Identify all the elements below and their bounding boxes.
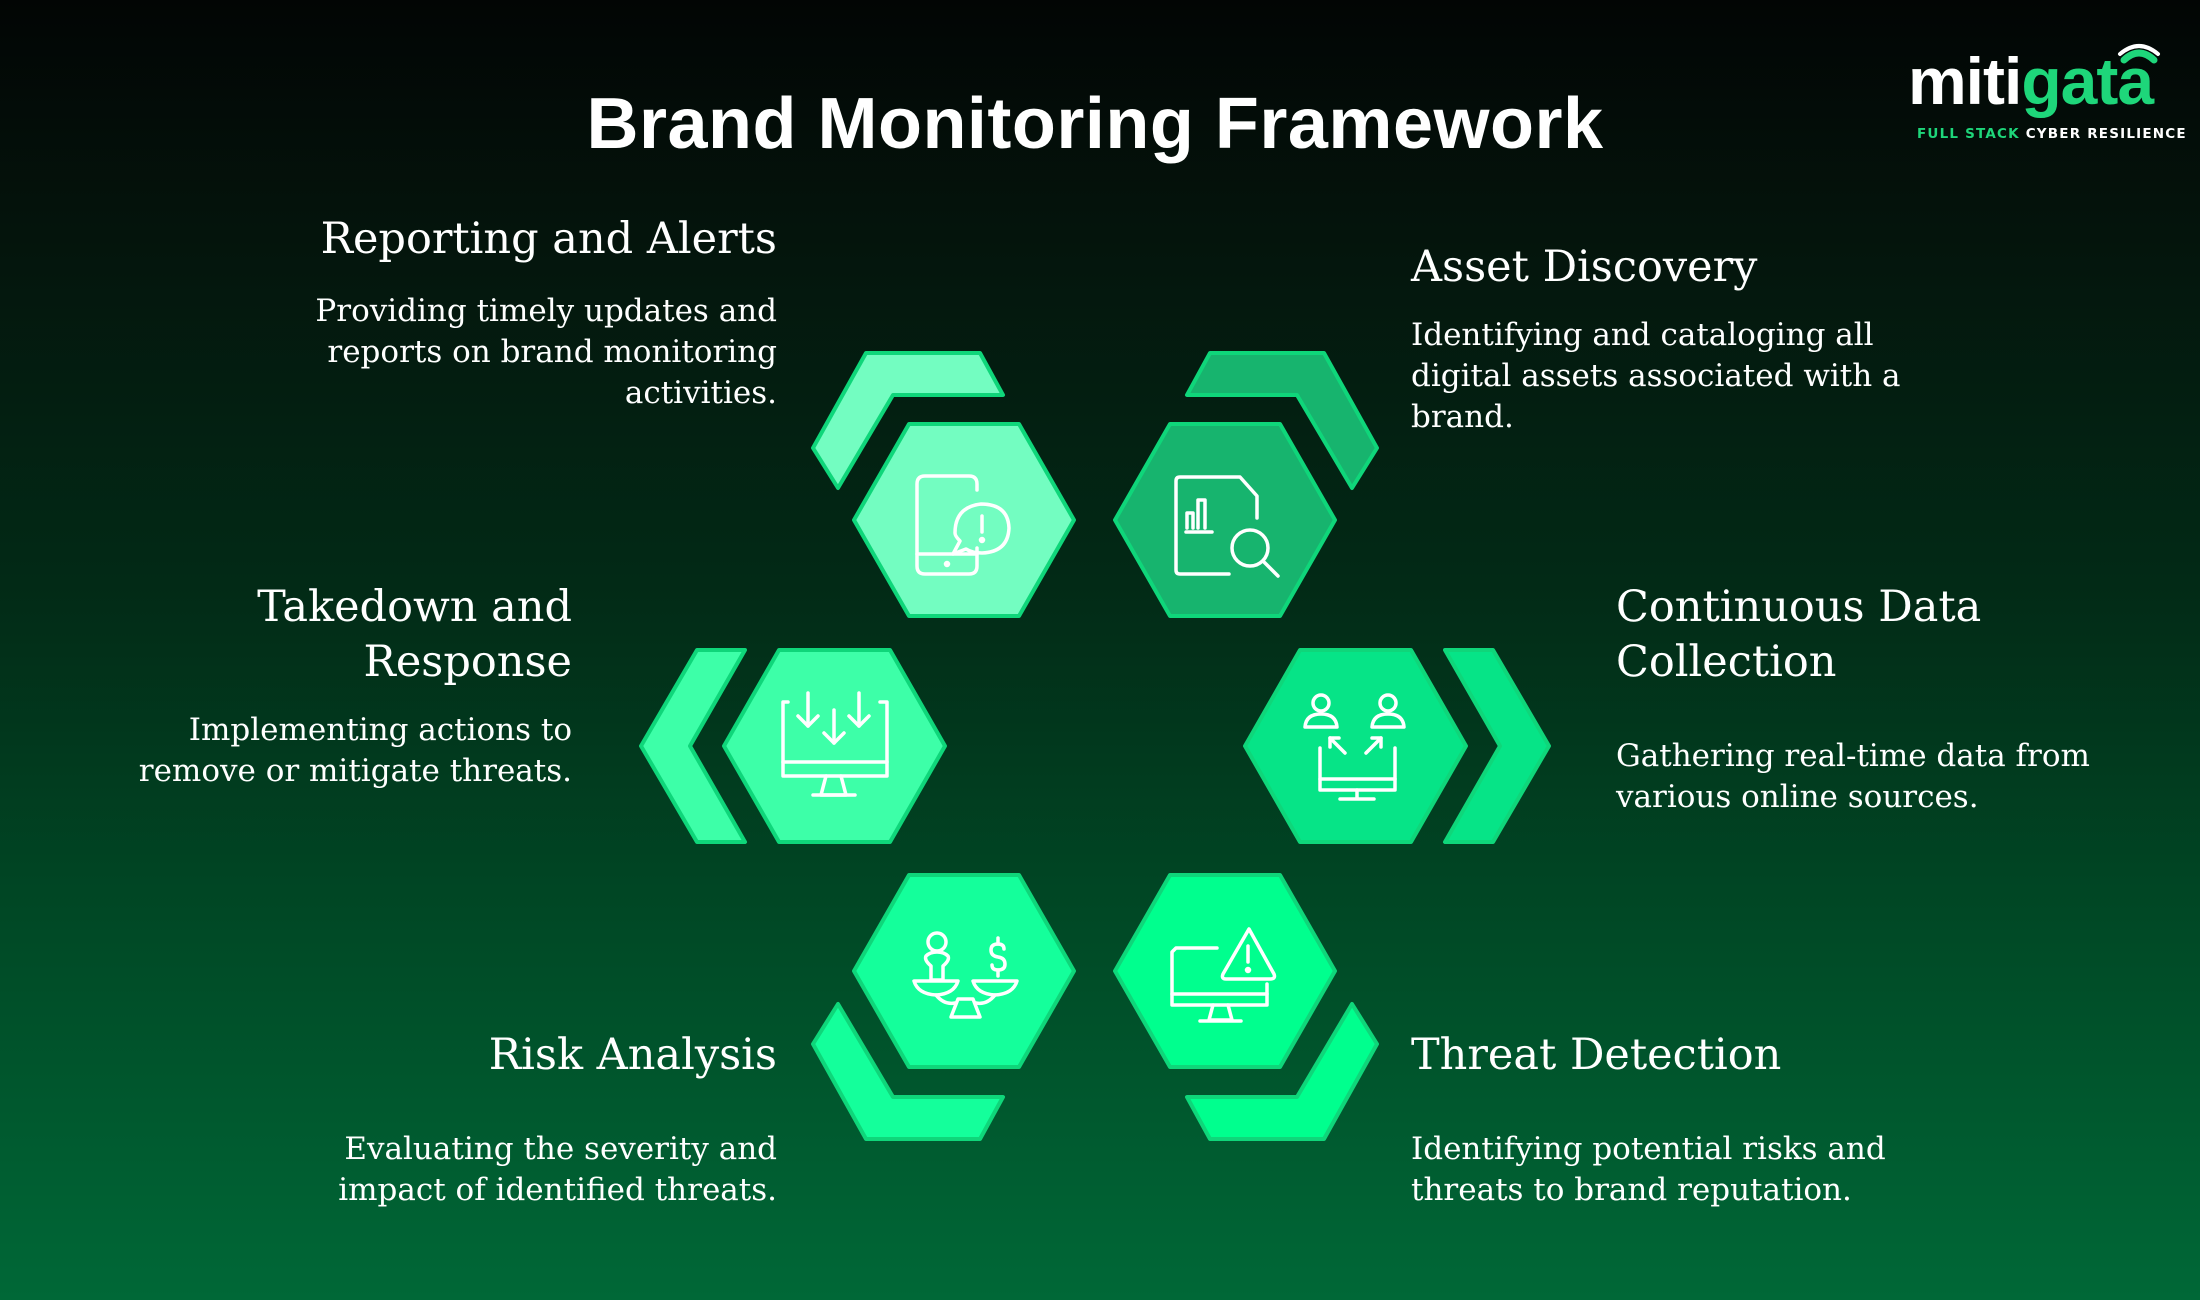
stage-description: Identifying and cataloging all digital a… <box>1411 315 1971 438</box>
chevron-mid-left <box>639 648 747 844</box>
stage-heading: Continuous Data Collection <box>1616 580 2176 690</box>
hexagon-reporting-and-alerts <box>852 422 1076 618</box>
monitor-download-icon <box>781 691 889 797</box>
stage-heading: Reporting and Alerts <box>320 214 777 264</box>
stage-description: Providing timely updates and reports on … <box>257 291 777 414</box>
heading-line: Continuous Data <box>1616 582 1982 632</box>
logo-word-green: gata <box>2021 44 2154 118</box>
logo-tagline: FULL STACK CYBER RESILIENCE <box>1917 126 2187 142</box>
logo-tagline-green: FULL STACK <box>1917 126 2020 142</box>
stage-reporting-and-alerts <box>811 351 1076 618</box>
heading-line: Response <box>363 637 572 687</box>
description-line: threats to brand reputation. <box>1411 1172 1852 1208</box>
description-line: Gathering real-time data from <box>1616 738 2090 774</box>
monitor-warning-icon <box>1170 927 1277 1023</box>
description-line: impact of identified threats. <box>338 1172 777 1208</box>
logo-signal-arc-icon <box>2118 44 2160 64</box>
description-line: reports on brand monitoring <box>327 334 777 370</box>
stage-heading: Asset Discovery <box>1411 242 1758 292</box>
hexagon-continuous-data-collection <box>1243 648 1468 844</box>
description-line: Evaluating the severity and <box>344 1131 777 1167</box>
logo-tagline-white: CYBER RESILIENCE <box>2025 126 2187 142</box>
mitigata-logo: mitigata FULL STACK CYBER RESILIENCE <box>1908 34 2186 154</box>
stage-continuous-data-collection <box>1243 648 1551 844</box>
mobile-alert-icon <box>915 474 1011 576</box>
description-line: digital assets associated with a <box>1411 358 1901 394</box>
description-line: Providing timely updates and <box>315 293 777 329</box>
chevron-bottom-left <box>811 1002 1005 1141</box>
description-line: Identifying potential risks and <box>1411 1131 1886 1167</box>
logo-wordmark: mitigata <box>1908 48 2154 114</box>
stage-heading: Takedown and Response <box>52 580 572 690</box>
stage-text-takedown-and-response: Takedown and Response Implementing actio… <box>52 580 572 792</box>
stage-threat-detection <box>1113 873 1379 1141</box>
stage-description: Implementing actions to remove or mitiga… <box>52 710 572 792</box>
description-line: various online sources. <box>1616 779 1979 815</box>
stage-text-threat-detection: Threat Detection Identifying potential r… <box>1411 1028 1971 1211</box>
logo-word-white: miti <box>1908 44 2022 118</box>
stage-asset-discovery <box>1113 351 1379 618</box>
document-search-icon <box>1174 475 1280 578</box>
stage-description: Identifying potential risks and threats … <box>1411 1129 1971 1211</box>
stage-heading: Risk Analysis <box>488 1030 777 1080</box>
stage-text-asset-discovery: Asset Discovery Identifying and catalogi… <box>1411 240 1971 438</box>
stage-heading: Threat Detection <box>1411 1030 1782 1080</box>
description-line: brand. <box>1411 399 1514 435</box>
heading-line: Takedown and <box>257 582 572 632</box>
hexagon-risk-analysis <box>852 873 1076 1069</box>
heading-line: Collection <box>1616 637 1837 687</box>
description-line: Implementing actions to <box>188 712 572 748</box>
stage-text-continuous-data-collection: Continuous Data Collection Gathering rea… <box>1616 580 2176 818</box>
description-line: activities. <box>624 375 777 411</box>
stage-description: Gathering real-time data from various on… <box>1616 736 2176 818</box>
stage-takedown-and-response <box>639 648 947 844</box>
hexagon-asset-discovery <box>1113 422 1337 618</box>
page-title: Brand Monitoring Framework <box>586 84 1604 164</box>
chevron-bottom-right <box>1185 1002 1379 1141</box>
chevron-top-left <box>811 351 1005 490</box>
chevron-mid-right <box>1443 648 1551 844</box>
balance-scale-icon <box>912 931 1019 1019</box>
description-line: remove or mitigate threats. <box>138 753 572 789</box>
stage-text-risk-analysis: Risk Analysis Evaluating the severity an… <box>257 1028 777 1211</box>
hexagon-takedown-and-response <box>722 648 947 844</box>
chevron-top-right <box>1185 351 1379 490</box>
stage-risk-analysis <box>811 873 1076 1141</box>
description-line: Identifying and cataloging all <box>1411 317 1874 353</box>
stage-description: Evaluating the severity and impact of id… <box>257 1129 777 1211</box>
stage-text-reporting-and-alerts: Reporting and Alerts Providing timely up… <box>257 212 777 414</box>
users-monitor-icon <box>1303 693 1406 801</box>
